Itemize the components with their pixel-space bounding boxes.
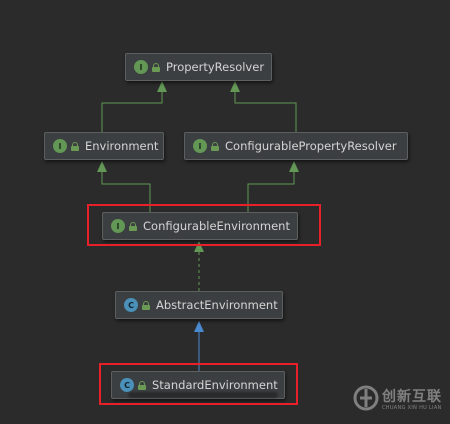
public-lock-icon [142,300,150,310]
edge-configurable-property-resolver-to-property-resolver [234,92,297,132]
highlight-box-configurable-environment [87,204,321,246]
highlight-box-standard-environment [99,363,298,405]
arrowhead-icon [194,241,204,252]
blur-smudge [128,392,278,398]
public-lock-icon [211,141,219,151]
node-label: Environment [85,139,159,153]
node-configurable-environment[interactable]: I ConfigurableEnvironment [102,212,298,240]
edge-configurable-environment-to-environment [101,172,151,212]
node-property-resolver[interactable]: I PropertyResolver [125,53,272,81]
node-label: StandardEnvironment [152,378,278,392]
interface-icon: I [193,139,207,153]
edge-environment-to-property-resolver [101,92,163,132]
arrowhead-icon [157,81,167,92]
arrowhead-icon [230,81,240,92]
edge-configurable-environment-to-configurable-property-resolver [247,172,295,212]
watermark-subtext: CHUANG XIN HU LIAN [382,405,442,411]
node-label: ConfigurablePropertyResolver [225,139,397,153]
arrowhead-icon [194,321,204,332]
public-lock-icon [152,62,160,72]
watermark-logo: 创新互联 CHUANG XIN HU LIAN [352,383,448,417]
node-environment[interactable]: I Environment [44,132,164,160]
watermark-text: 创新互联 [382,389,442,405]
class-icon: C [120,378,134,392]
public-lock-icon [71,141,79,151]
arrowhead-icon [97,161,107,172]
public-lock-icon [129,221,137,231]
interface-icon: I [53,139,67,153]
node-label: AbstractEnvironment [156,298,278,312]
interface-icon: I [134,60,148,74]
node-label: PropertyResolver [166,60,265,74]
public-lock-icon [138,380,146,390]
node-configurable-property-resolver[interactable]: I ConfigurablePropertyResolver [184,132,408,160]
interface-icon: I [111,219,125,233]
logo-mark-icon [353,385,379,411]
arrowhead-icon [289,161,299,172]
node-abstract-environment[interactable]: C AbstractEnvironment [115,291,283,319]
class-icon: C [124,298,138,312]
node-label: ConfigurableEnvironment [143,219,290,233]
